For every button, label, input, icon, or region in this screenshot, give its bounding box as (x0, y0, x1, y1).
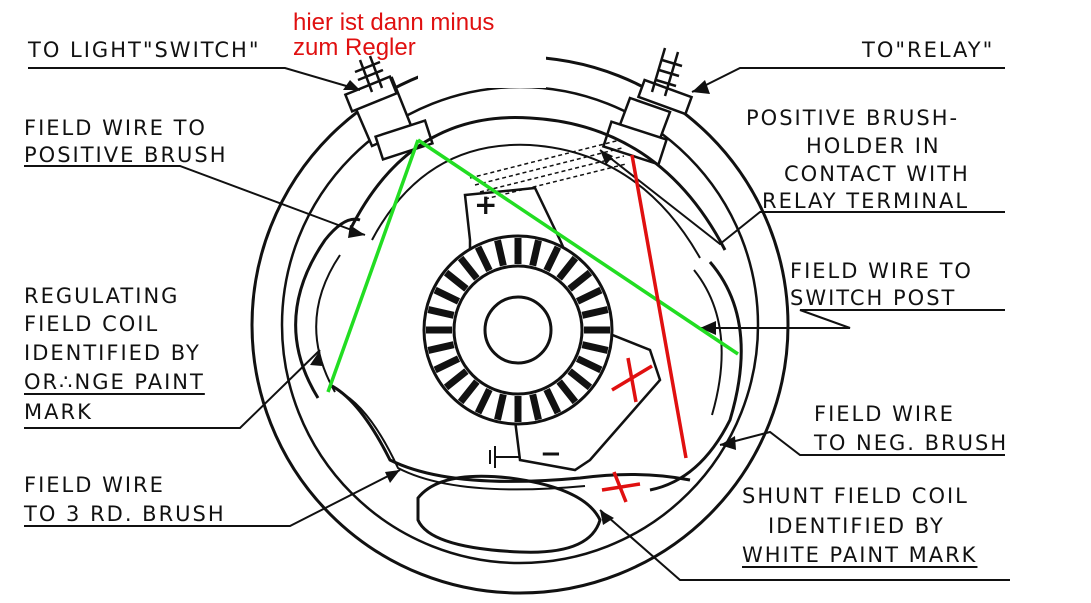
commutator-segment (556, 255, 579, 281)
label-positive-brush-holder-1: POSITIVE BRUSH- (746, 106, 960, 130)
commutator-segment (427, 306, 455, 319)
label-field-wire-third-2: TO 3 RD. BRUSH (24, 502, 226, 526)
label-field-wire-positive-1: FIELD WIRE TO (24, 116, 207, 140)
brush-connection-strip (469, 139, 627, 200)
regulating-field-coil (294, 217, 361, 399)
leader-regulating-coil (24, 349, 321, 429)
commutator-segment (529, 393, 542, 421)
leader-positive-brush-holder (599, 149, 1005, 246)
commutator-segment (581, 306, 609, 319)
label-positive-brush-holder-3: CONTACT WITH (784, 162, 970, 186)
label-regulating-coil-1: REGULATING (24, 284, 180, 308)
label-shunt-coil-3: WHITE PAINT MARK (742, 545, 977, 566)
commutator-segment (443, 269, 469, 292)
commutator-segment (494, 393, 507, 421)
commutator-segment (457, 379, 480, 405)
commutator-segment (474, 387, 493, 415)
label-regulating-coil-5: MARK (24, 400, 93, 424)
label-field-wire-switch-2: SWITCH POST (790, 286, 957, 310)
annotation-line-2: zum Regler (293, 34, 416, 62)
label-field-wire-neg-1: FIELD WIRE (814, 402, 955, 426)
label-positive-brush-holder-4: RELAY TERMINAL (762, 189, 970, 213)
leader-field-wire-neg (719, 430, 1005, 456)
top-field-coil (348, 116, 727, 251)
commutator-segments (426, 238, 610, 422)
red-line (630, 154, 688, 459)
label-regulating-coil-2: FIELD COIL (24, 312, 160, 336)
left-brush-holder (373, 118, 435, 162)
label-field-wire-positive-2: POSITIVE BRUSH (24, 143, 228, 167)
commutator-segment (556, 379, 579, 405)
commutator-segment (457, 255, 480, 281)
commutator-segment (575, 286, 603, 305)
minus-terminal-sign: − (540, 439, 562, 469)
commutator-segment (433, 286, 461, 305)
shunt-field-coil-bottom (416, 474, 602, 554)
commutator-segment (581, 341, 609, 354)
shunt-field-coil-right-inner (693, 269, 723, 416)
shunt-field-coil-right (649, 261, 743, 492)
label-positive-brush-holder-2: HOLDER IN (806, 134, 941, 158)
green-line-1 (326, 139, 420, 393)
housing-top-gap (418, 50, 546, 88)
label-field-wire-switch-1: FIELD WIRE TO (790, 259, 973, 283)
commutator-segment (529, 239, 542, 267)
commutator-segment (543, 387, 562, 415)
red-cross-1b (626, 357, 638, 403)
commutator-segment (575, 355, 603, 374)
leader-to-light-switch (28, 67, 361, 91)
label-to-light-switch: TO LIGHT"SWITCH" (28, 38, 261, 62)
commutator-segment (427, 341, 455, 354)
label-to-relay: TO"RELAY" (862, 38, 995, 62)
third-brush-field-wire-inner (339, 391, 586, 491)
commutator-segment (474, 245, 493, 273)
red-markings (601, 154, 688, 503)
commutator-segment (567, 368, 593, 391)
third-brush-field-wire (329, 383, 691, 483)
label-shunt-coil-3-text: WHITE PAINT MARK (742, 543, 978, 567)
commutator-segment (567, 269, 593, 292)
leader-field-wire-switch (700, 309, 1005, 329)
leader-shunt-coil (599, 509, 1010, 581)
label-shunt-coil-1: SHUNT FIELD COIL (742, 484, 969, 508)
commutator-segment (443, 368, 469, 391)
annotation-line-1: hier ist dann minus (293, 9, 495, 36)
plus-terminal-sign: + (474, 188, 497, 221)
leader-field-wire-positive (24, 165, 366, 236)
leader-lines (24, 67, 1010, 581)
arrowheads (310, 80, 736, 525)
regulating-field-coil-inner (315, 254, 341, 393)
ground-symbol (489, 446, 520, 468)
top-field-coil-inner (371, 143, 701, 259)
leader-field-wire-third (24, 469, 401, 527)
commutator-segment (433, 355, 461, 374)
red-cross-2b (612, 471, 628, 503)
leader-to-relay (691, 67, 1005, 93)
annotation-note: hier ist dann minus zum Regler (293, 9, 495, 62)
green-markings (326, 138, 739, 393)
armature-shaft (483, 295, 553, 365)
label-field-wire-third-1: FIELD WIRE (24, 473, 165, 497)
label-field-wire-neg-2: TO NEG. BRUSH (814, 431, 1009, 455)
light-switch-terminal (343, 55, 414, 148)
label-regulating-coil-3: IDENTIFIED BY (24, 341, 201, 365)
label-regulating-coil-4: OR∴NGE PAINT (24, 370, 205, 394)
label-shunt-coil-2: IDENTIFIED BY (768, 514, 945, 538)
green-line-2 (417, 138, 739, 356)
commutator-segment (543, 245, 562, 273)
commutator-segment (494, 239, 507, 267)
